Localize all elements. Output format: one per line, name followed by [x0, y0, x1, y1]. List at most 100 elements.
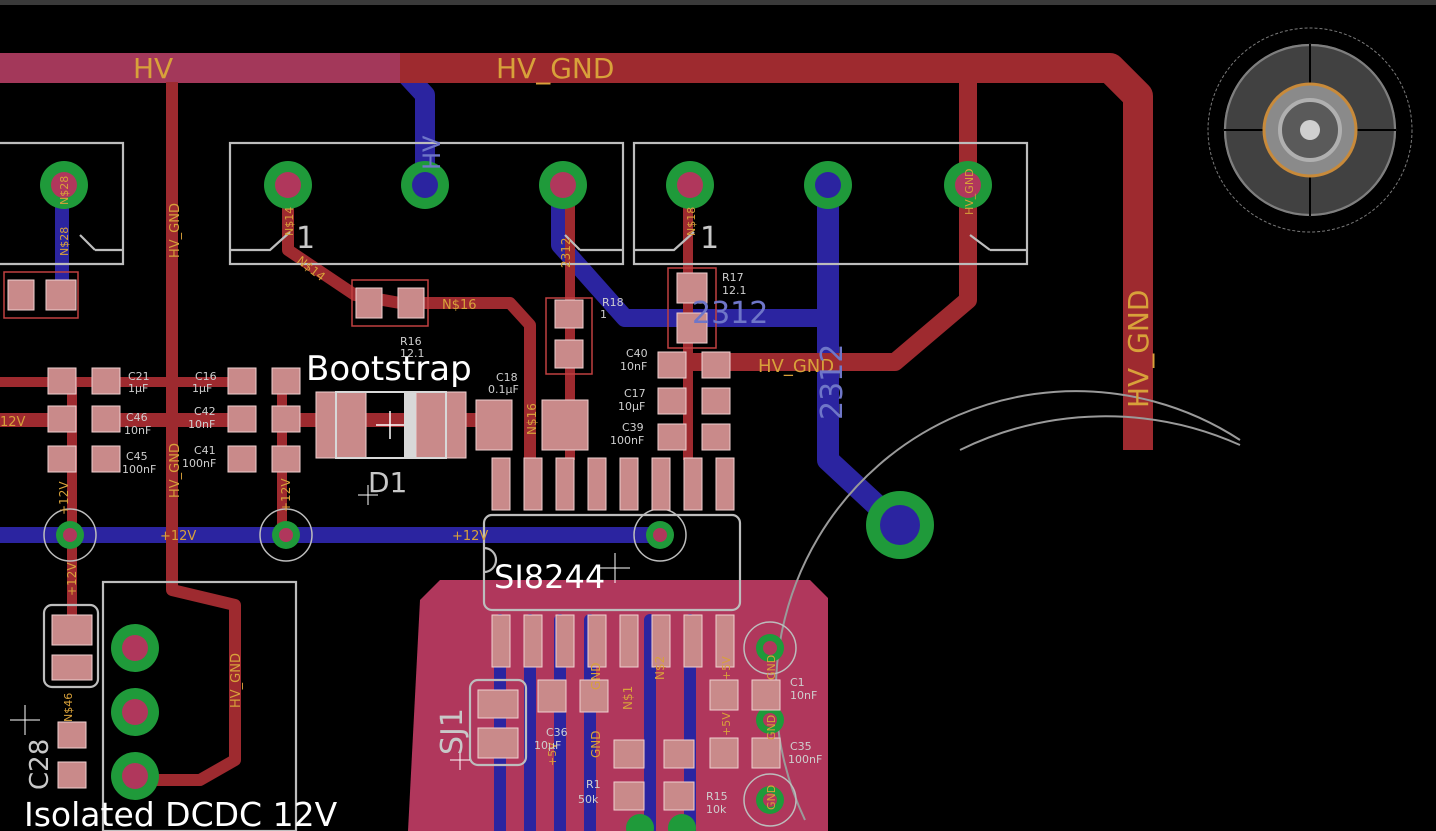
net-label-hv-gnd-dcdc: HV_GND: [229, 653, 244, 708]
pad-hv: [401, 161, 449, 209]
c35-name: C35: [790, 740, 812, 753]
net-label-gnd-b: GND: [589, 730, 603, 758]
c40-name: C40: [626, 347, 648, 360]
via-12v-c: [633, 508, 687, 562]
net-label-n28: N$28: [58, 227, 71, 256]
label-bootstrap: Bootstrap: [306, 349, 472, 389]
mounting-hole: [1207, 27, 1413, 233]
part-bodies: [3, 267, 717, 375]
r1-name: R1: [586, 778, 601, 791]
c45-value: 100nF: [122, 463, 156, 476]
net-label-hv-gnd-right: HV_GND: [1122, 290, 1155, 408]
c17-name: C17: [624, 387, 646, 400]
label-pin1-a: 1: [296, 221, 315, 256]
pad-n28: [40, 161, 88, 209]
net-label-hv-gnd-left: HV_GND: [168, 203, 183, 258]
window-top-edge: [0, 0, 1436, 5]
r18-value: 1: [600, 308, 607, 321]
net-label-hv-vertical: HV: [418, 135, 446, 170]
through-hole-pads: [40, 161, 992, 831]
net-label-n16-v: N$16: [525, 403, 539, 435]
via-gnd-r1: [743, 621, 797, 675]
crosshairs: [10, 485, 630, 770]
pad-n14: [264, 161, 312, 209]
pad-dcdc-3: [111, 752, 159, 800]
c18-value: 0.1µF: [488, 383, 519, 396]
via-bottom-b: [668, 814, 696, 831]
net-label-12v-c: +12V: [57, 481, 71, 515]
pad-dcdc-2: [111, 688, 159, 736]
c1-name: C1: [790, 676, 805, 689]
net-label-n2: N$2: [653, 656, 667, 680]
via-gnd-r2: [756, 706, 784, 734]
net-label-5v-c: +5V: [546, 742, 559, 766]
r18-name: R18: [602, 296, 624, 309]
net-label-n46: N$46: [62, 693, 75, 722]
pad-n18: [666, 161, 714, 209]
component-labels: Bootstrap D1 SI8244 SJ1 C28 Isolated DCD…: [24, 221, 822, 831]
pad-2312-a: [539, 161, 587, 209]
via-12v-b: [259, 508, 313, 562]
pad-dcdc-1: [111, 624, 159, 672]
net-label-n28-pin: N$28: [58, 176, 71, 205]
c45-name: C45: [126, 450, 148, 463]
c40-value: 10nF: [620, 360, 647, 373]
net-label-5v-b: +5V: [720, 712, 733, 736]
pad-2312-b: [804, 161, 852, 209]
r17-name: R17: [722, 271, 744, 284]
via-gnd-r3: [743, 773, 797, 827]
r1-value: 50k: [578, 793, 599, 806]
net-label-5v-a: +5V: [720, 656, 733, 680]
label-sj1: SJ1: [435, 708, 470, 755]
label-c28: C28: [25, 739, 55, 790]
net-label-12v-e: +12V: [65, 562, 79, 596]
r15-value: 10k: [706, 803, 727, 816]
c1-value: 10nF: [790, 689, 817, 702]
r15-name: R15: [706, 790, 728, 803]
net-label-2312-b: 2312: [692, 296, 768, 331]
r17-value: 12.1: [722, 284, 747, 297]
r16-value: 12.1: [400, 347, 425, 360]
diode-body: [335, 391, 447, 459]
net-label-gnd-a: GND: [589, 662, 603, 690]
net-label-2312-v: 2312: [815, 344, 850, 420]
via-bottom-a: [626, 814, 654, 831]
via-12v-a: [43, 508, 97, 562]
c39-value: 100nF: [610, 434, 644, 447]
net-label-12v-left: 12V: [0, 415, 26, 430]
net-label-12v-b: +12V: [452, 529, 488, 544]
c42-name: C42: [194, 405, 216, 418]
net-label-hv-gnd-lower: HV_GND: [168, 443, 183, 498]
net-label-gnd-d: GND: [765, 715, 778, 740]
c39-name: C39: [622, 421, 644, 434]
c46-value: 10nF: [124, 424, 151, 437]
net-label-hv-gnd-top: HV_GND: [496, 52, 614, 85]
c36-value: 10µF: [534, 739, 561, 752]
label-d1: D1: [368, 466, 407, 499]
net-label-n18: N$18: [685, 207, 698, 236]
net-label-n16: N$16: [442, 298, 477, 313]
net-label-12v-d: +12V: [279, 478, 293, 512]
c16-value: 1µF: [192, 382, 212, 395]
via-2312: [866, 491, 934, 559]
c18-name: C18: [496, 371, 518, 384]
label-pin1-b: 1: [700, 221, 719, 256]
smd-pads: [7, 272, 781, 811]
c36-name: C36: [546, 726, 568, 739]
net-label-n14: N$14: [294, 253, 328, 284]
label-si8244: SI8244: [494, 558, 605, 596]
c17-value: 10µF: [618, 400, 645, 413]
net-label-12v-a: +12V: [160, 529, 196, 544]
r16-name: R16: [400, 335, 422, 348]
net-label-n14-pin: N$14: [283, 207, 296, 236]
net-label-hv-gnd-pin: HV_GND: [963, 168, 976, 215]
c46-name: C46: [126, 411, 148, 424]
net-label-hv-gnd-mid: HV_GND: [758, 356, 834, 377]
net-label-hv: HV: [133, 52, 173, 85]
net-label-2312-a: 2312: [559, 237, 573, 268]
c41-name: C41: [194, 444, 216, 457]
c21-name: C21: [128, 370, 150, 383]
net-label-n1: N$1: [621, 686, 635, 710]
label-isolated-dcdc: Isolated DCDC 12V: [24, 795, 338, 831]
